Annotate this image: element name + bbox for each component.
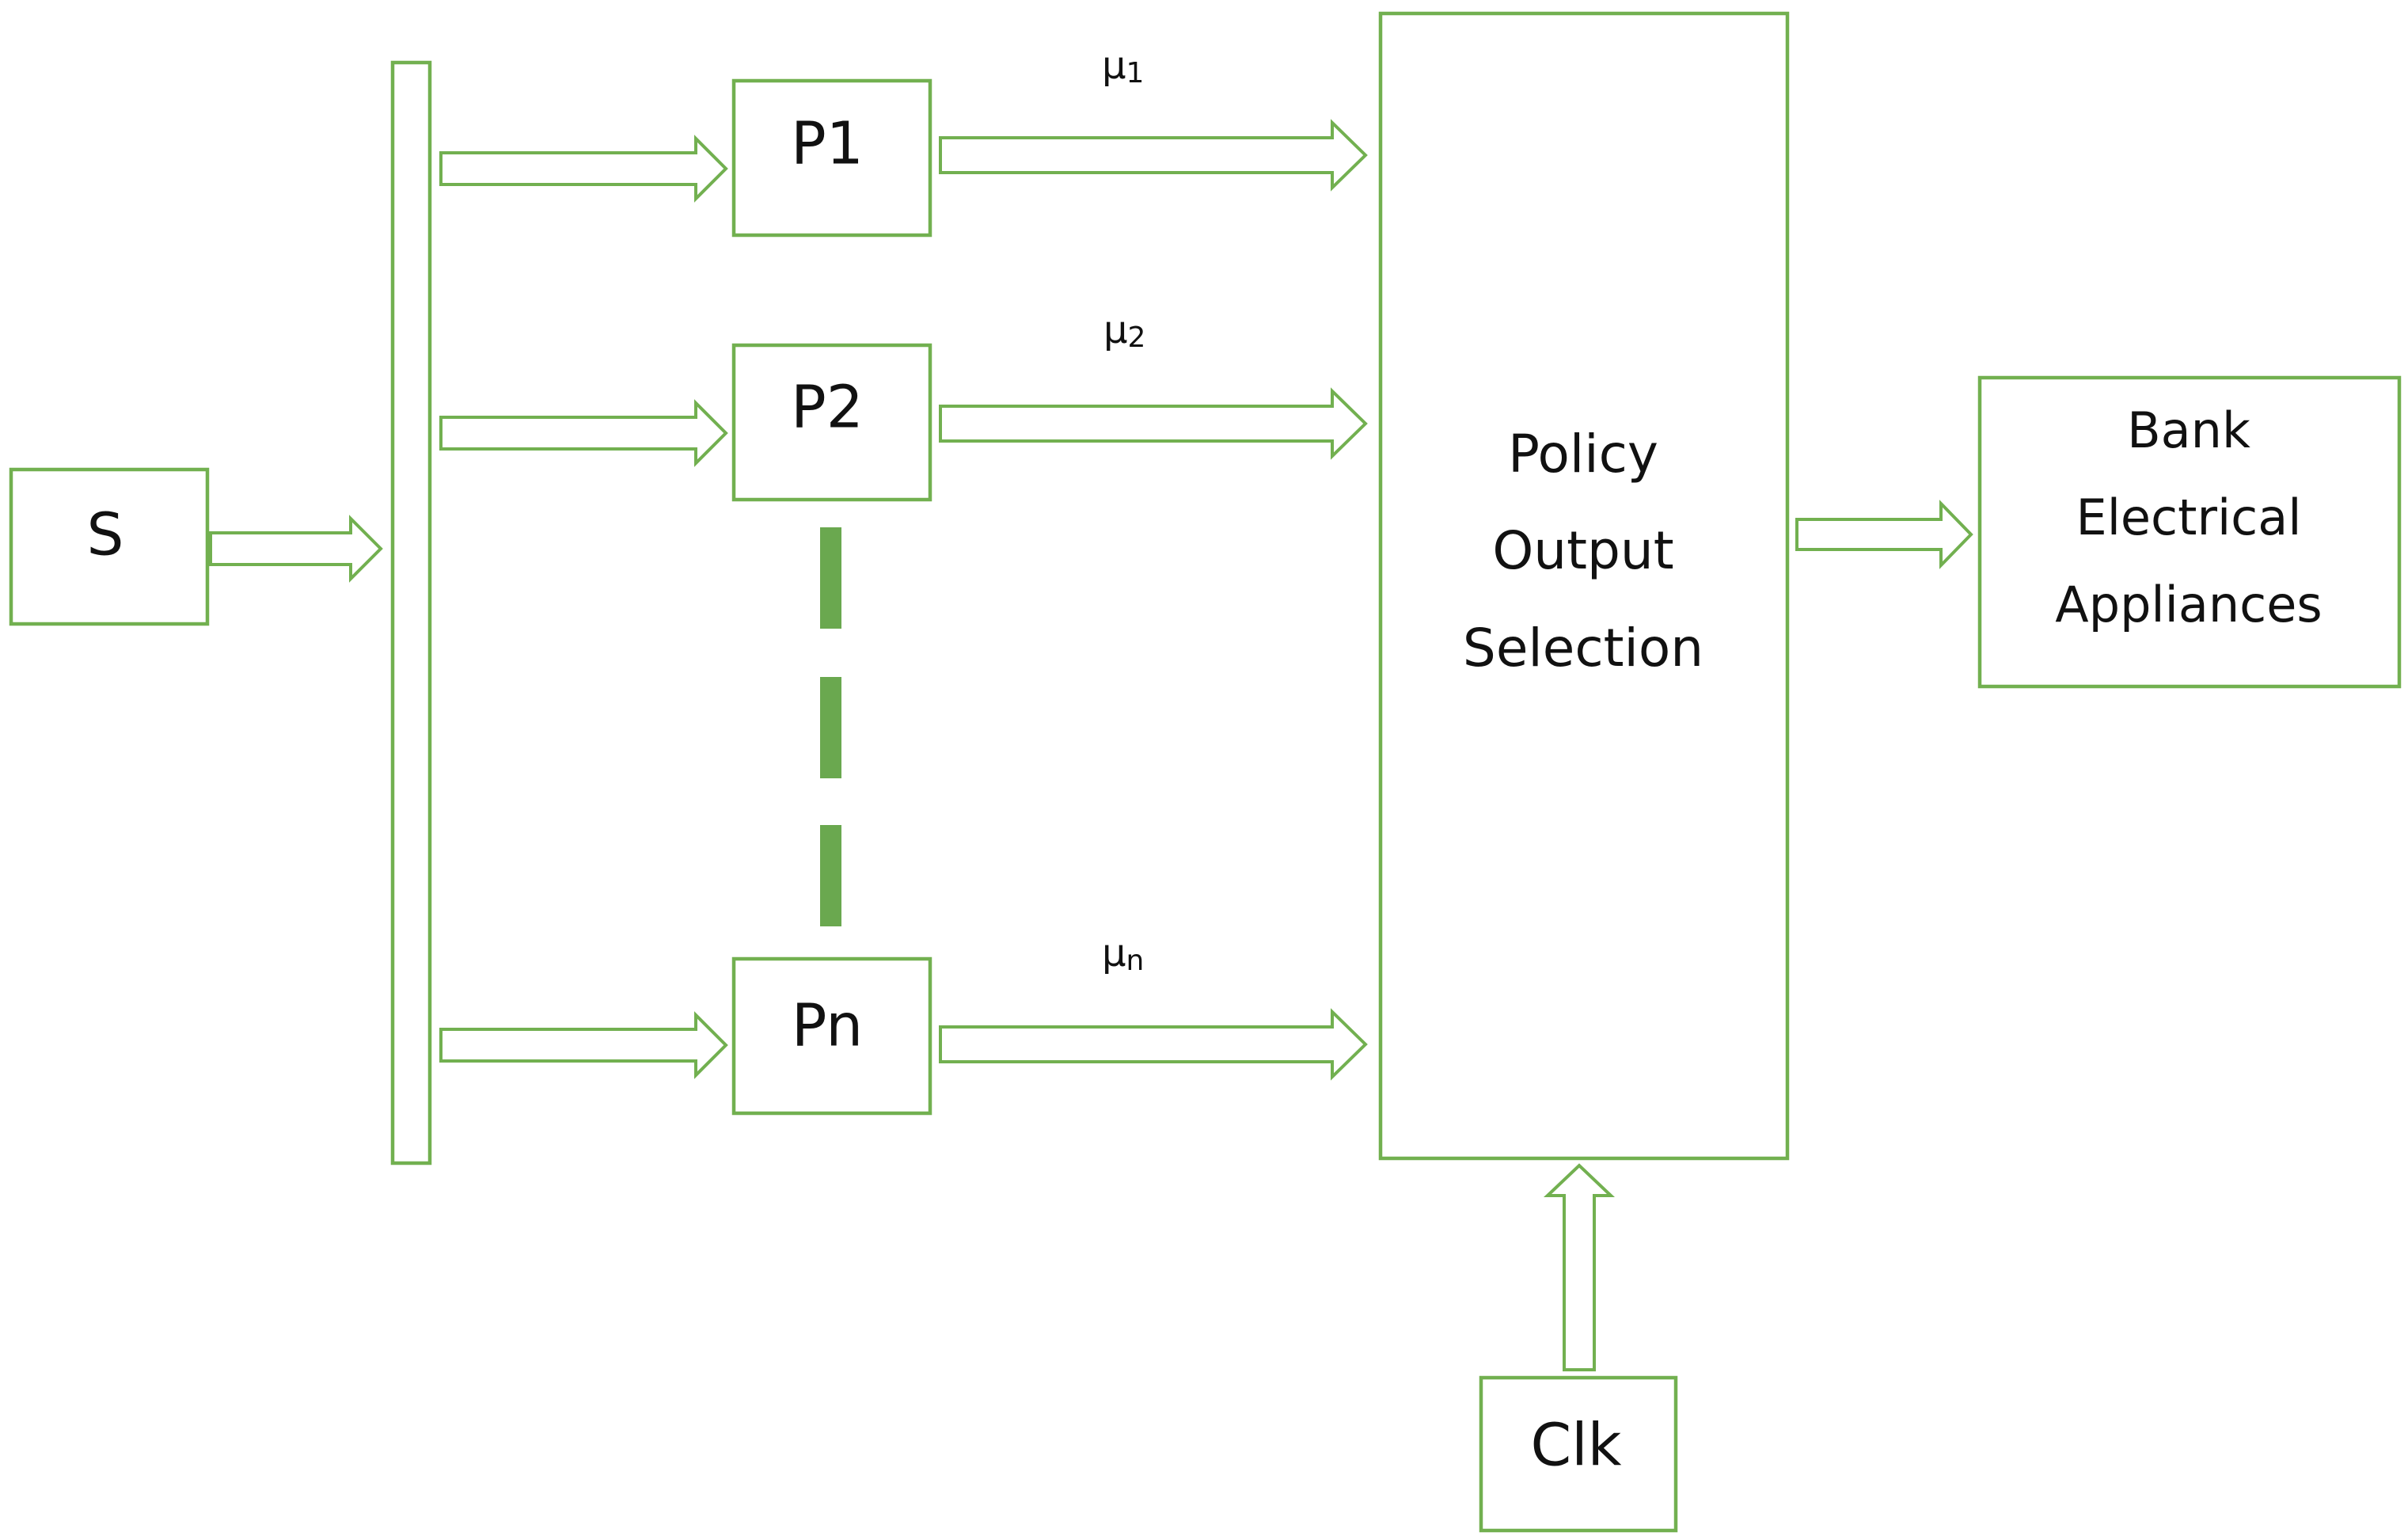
bus-to-p1-arrow [439,135,728,203]
p1-to-selector-arrow [939,119,1368,192]
bank-electrical-appliances-block: Bank Electrical Appliances [1977,375,2402,689]
bus-to-p2-arrow [439,399,728,467]
bus-to-pn-arrow [439,1011,728,1079]
ellipsis-dashes [820,527,841,926]
mu-2-label: μ2 [1103,308,1145,354]
policy-pn-label: Pn [792,992,863,1060]
policy-output-selection-block: Policy Output Selection [1378,11,1790,1161]
mu-n-subscript: n [1126,945,1145,977]
dash-segment [820,825,841,926]
selector-label-line-1: Policy [1508,424,1658,485]
output-label-line-3: Appliances [2055,576,2322,633]
selector-label-line-2: Output [1492,520,1673,581]
mu-n-label: μn [1102,931,1144,977]
source-label: S [87,501,124,569]
mu-1-subscript: 1 [1126,57,1145,89]
source-block: S [9,467,210,626]
mu-1-symbol: μ [1102,44,1126,88]
clock-block: Clk [1479,1375,1678,1533]
output-label-line-2: Electrical [2076,489,2302,546]
policy-p1-label: P1 [791,110,864,178]
mu-2-subscript: 2 [1128,321,1146,354]
policy-block-p2: P2 [731,343,932,502]
selector-to-output-arrow [1795,500,1973,569]
selector-label-line-3: Selection [1463,618,1703,679]
clock-to-selector-arrow [1543,1163,1616,1371]
output-label-line-1: Bank [2127,401,2250,459]
mu-2-symbol: μ [1103,308,1128,352]
policy-p2-label: P2 [791,374,864,442]
p2-to-selector-arrow [939,387,1368,460]
pn-to-selector-arrow [939,1008,1368,1081]
dash-segment [820,677,841,778]
policy-block-p1: P1 [731,78,932,238]
policy-block-pn: Pn [731,956,932,1116]
mu-1-label: μ1 [1102,44,1144,89]
source-to-bus-arrow [209,515,383,583]
distribution-bus [390,60,432,1165]
dash-segment [820,527,841,629]
mu-n-symbol: μ [1102,931,1126,975]
clock-label: Clk [1530,1412,1621,1480]
